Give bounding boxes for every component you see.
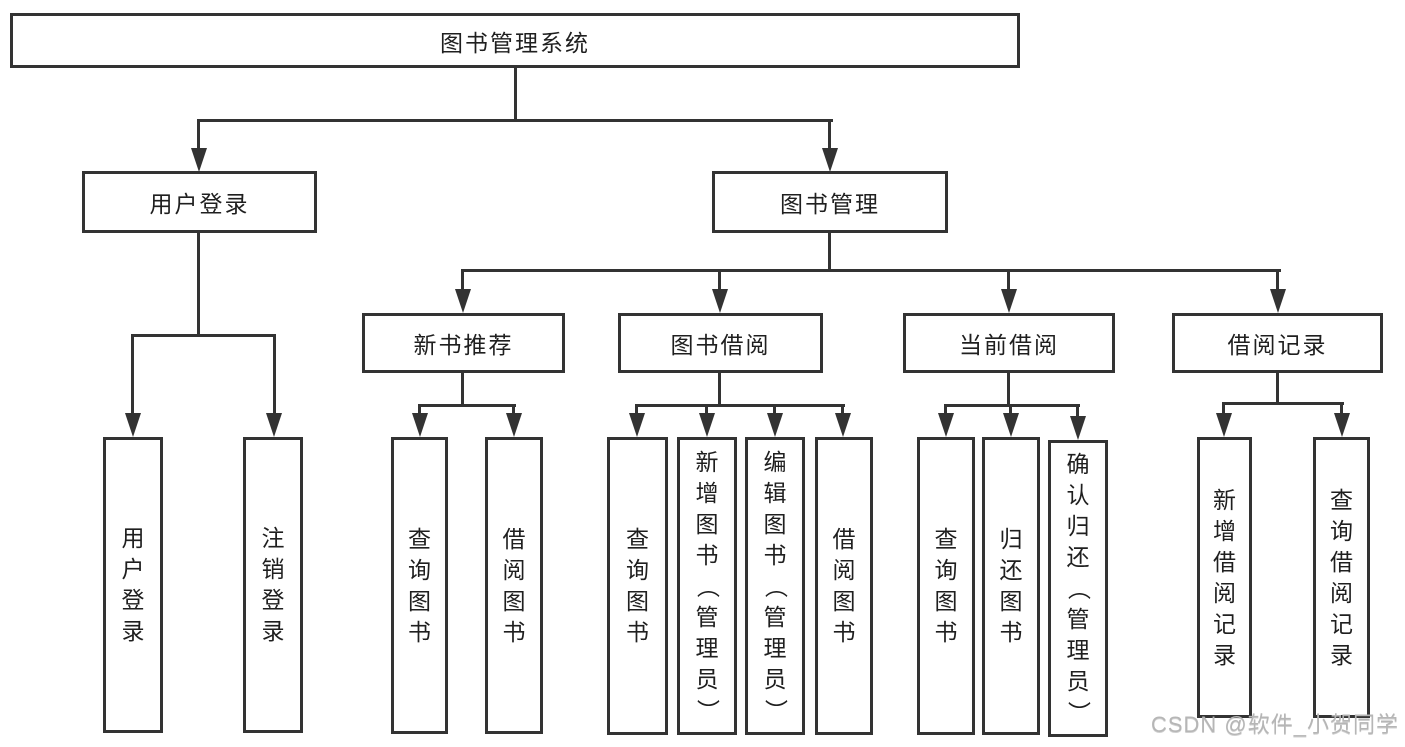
arrowhead-icon — [1003, 413, 1019, 437]
connector-line — [461, 269, 464, 293]
connector-line — [514, 66, 517, 122]
leaf-recommend-borrow-books: 借阅图书 — [485, 437, 543, 734]
node-current-borrow: 当前借阅 — [903, 313, 1115, 373]
connector-line — [944, 404, 1080, 407]
node-new-book-recommend: 新书推荐 — [362, 313, 565, 373]
arrowhead-icon — [125, 413, 141, 437]
connector-line — [1007, 269, 1010, 293]
connector-line — [1007, 371, 1010, 406]
connector-line — [512, 404, 515, 416]
csdn-watermark: CSDN @软件_小贺同学 — [1150, 712, 1399, 737]
leaf-current-return-books: 归还图书 — [982, 437, 1040, 735]
arrowhead-icon — [1216, 413, 1232, 437]
arrowhead-icon — [822, 148, 838, 172]
connector-line — [461, 371, 464, 406]
connector-line — [1076, 404, 1079, 416]
arrowhead-icon — [1070, 416, 1086, 440]
connector-line — [1222, 402, 1344, 405]
connector-line — [841, 404, 844, 416]
connector-line — [197, 231, 200, 337]
connector-line — [718, 269, 721, 293]
arrowhead-icon — [835, 413, 851, 437]
connector-line — [1276, 371, 1279, 404]
node-book-management: 图书管理 — [712, 171, 948, 233]
connector-line — [635, 404, 845, 407]
arrowhead-icon — [1334, 413, 1350, 437]
connector-line — [197, 119, 200, 151]
connector-line — [418, 404, 516, 407]
connector-line — [273, 334, 276, 416]
arrowhead-icon — [191, 148, 207, 172]
connector-line — [1222, 402, 1225, 414]
arrowhead-icon — [699, 413, 715, 437]
leaf-current-query-books: 查询图书 — [917, 437, 975, 735]
connector-line — [131, 334, 276, 337]
arrowhead-icon — [767, 413, 783, 437]
connector-line — [1340, 402, 1343, 414]
leaf-user-login: 用户登录 — [103, 437, 163, 733]
arrowhead-icon — [629, 413, 645, 437]
node-user-login: 用户登录 — [82, 171, 317, 233]
leaf-borrow-edit-books-admin: 编辑图书（管理员） — [745, 437, 805, 735]
connector-line — [944, 404, 947, 416]
arrowhead-icon — [412, 413, 428, 437]
connector-line — [773, 404, 776, 416]
connector-line — [828, 119, 831, 151]
arrowhead-icon — [455, 289, 471, 313]
connector-line — [718, 371, 721, 406]
connector-line — [197, 119, 833, 122]
connector-line — [828, 231, 831, 272]
node-book-borrow: 图书借阅 — [618, 313, 823, 373]
connector-line — [1276, 269, 1279, 293]
node-borrow-records: 借阅记录 — [1172, 313, 1383, 373]
arrowhead-icon — [266, 413, 282, 437]
leaf-logout: 注销登录 — [243, 437, 303, 733]
leaf-borrow-query-books: 查询图书 — [607, 437, 668, 735]
arrowhead-icon — [1270, 289, 1286, 313]
arrowhead-icon — [712, 289, 728, 313]
connector-line — [1009, 404, 1012, 416]
connector-line — [705, 404, 708, 416]
connector-line — [131, 334, 134, 416]
connector-line — [635, 404, 638, 416]
leaf-borrow-add-books-admin: 新增图书（管理员） — [677, 437, 737, 735]
leaf-current-confirm-return-admin: 确认归还（管理员） — [1048, 440, 1108, 737]
leaf-borrow-borrow-books: 借阅图书 — [815, 437, 873, 735]
leaf-records-query-record: 查询借阅记录 — [1313, 437, 1370, 718]
connector-line — [418, 404, 421, 416]
leaf-records-add-record: 新增借阅记录 — [1197, 437, 1252, 718]
node-root: 图书管理系统 — [10, 13, 1020, 68]
arrowhead-icon — [1001, 289, 1017, 313]
arrowhead-icon — [506, 413, 522, 437]
arrowhead-icon — [938, 413, 954, 437]
connector-line — [461, 269, 1281, 272]
leaf-recommend-query-books: 查询图书 — [391, 437, 448, 734]
